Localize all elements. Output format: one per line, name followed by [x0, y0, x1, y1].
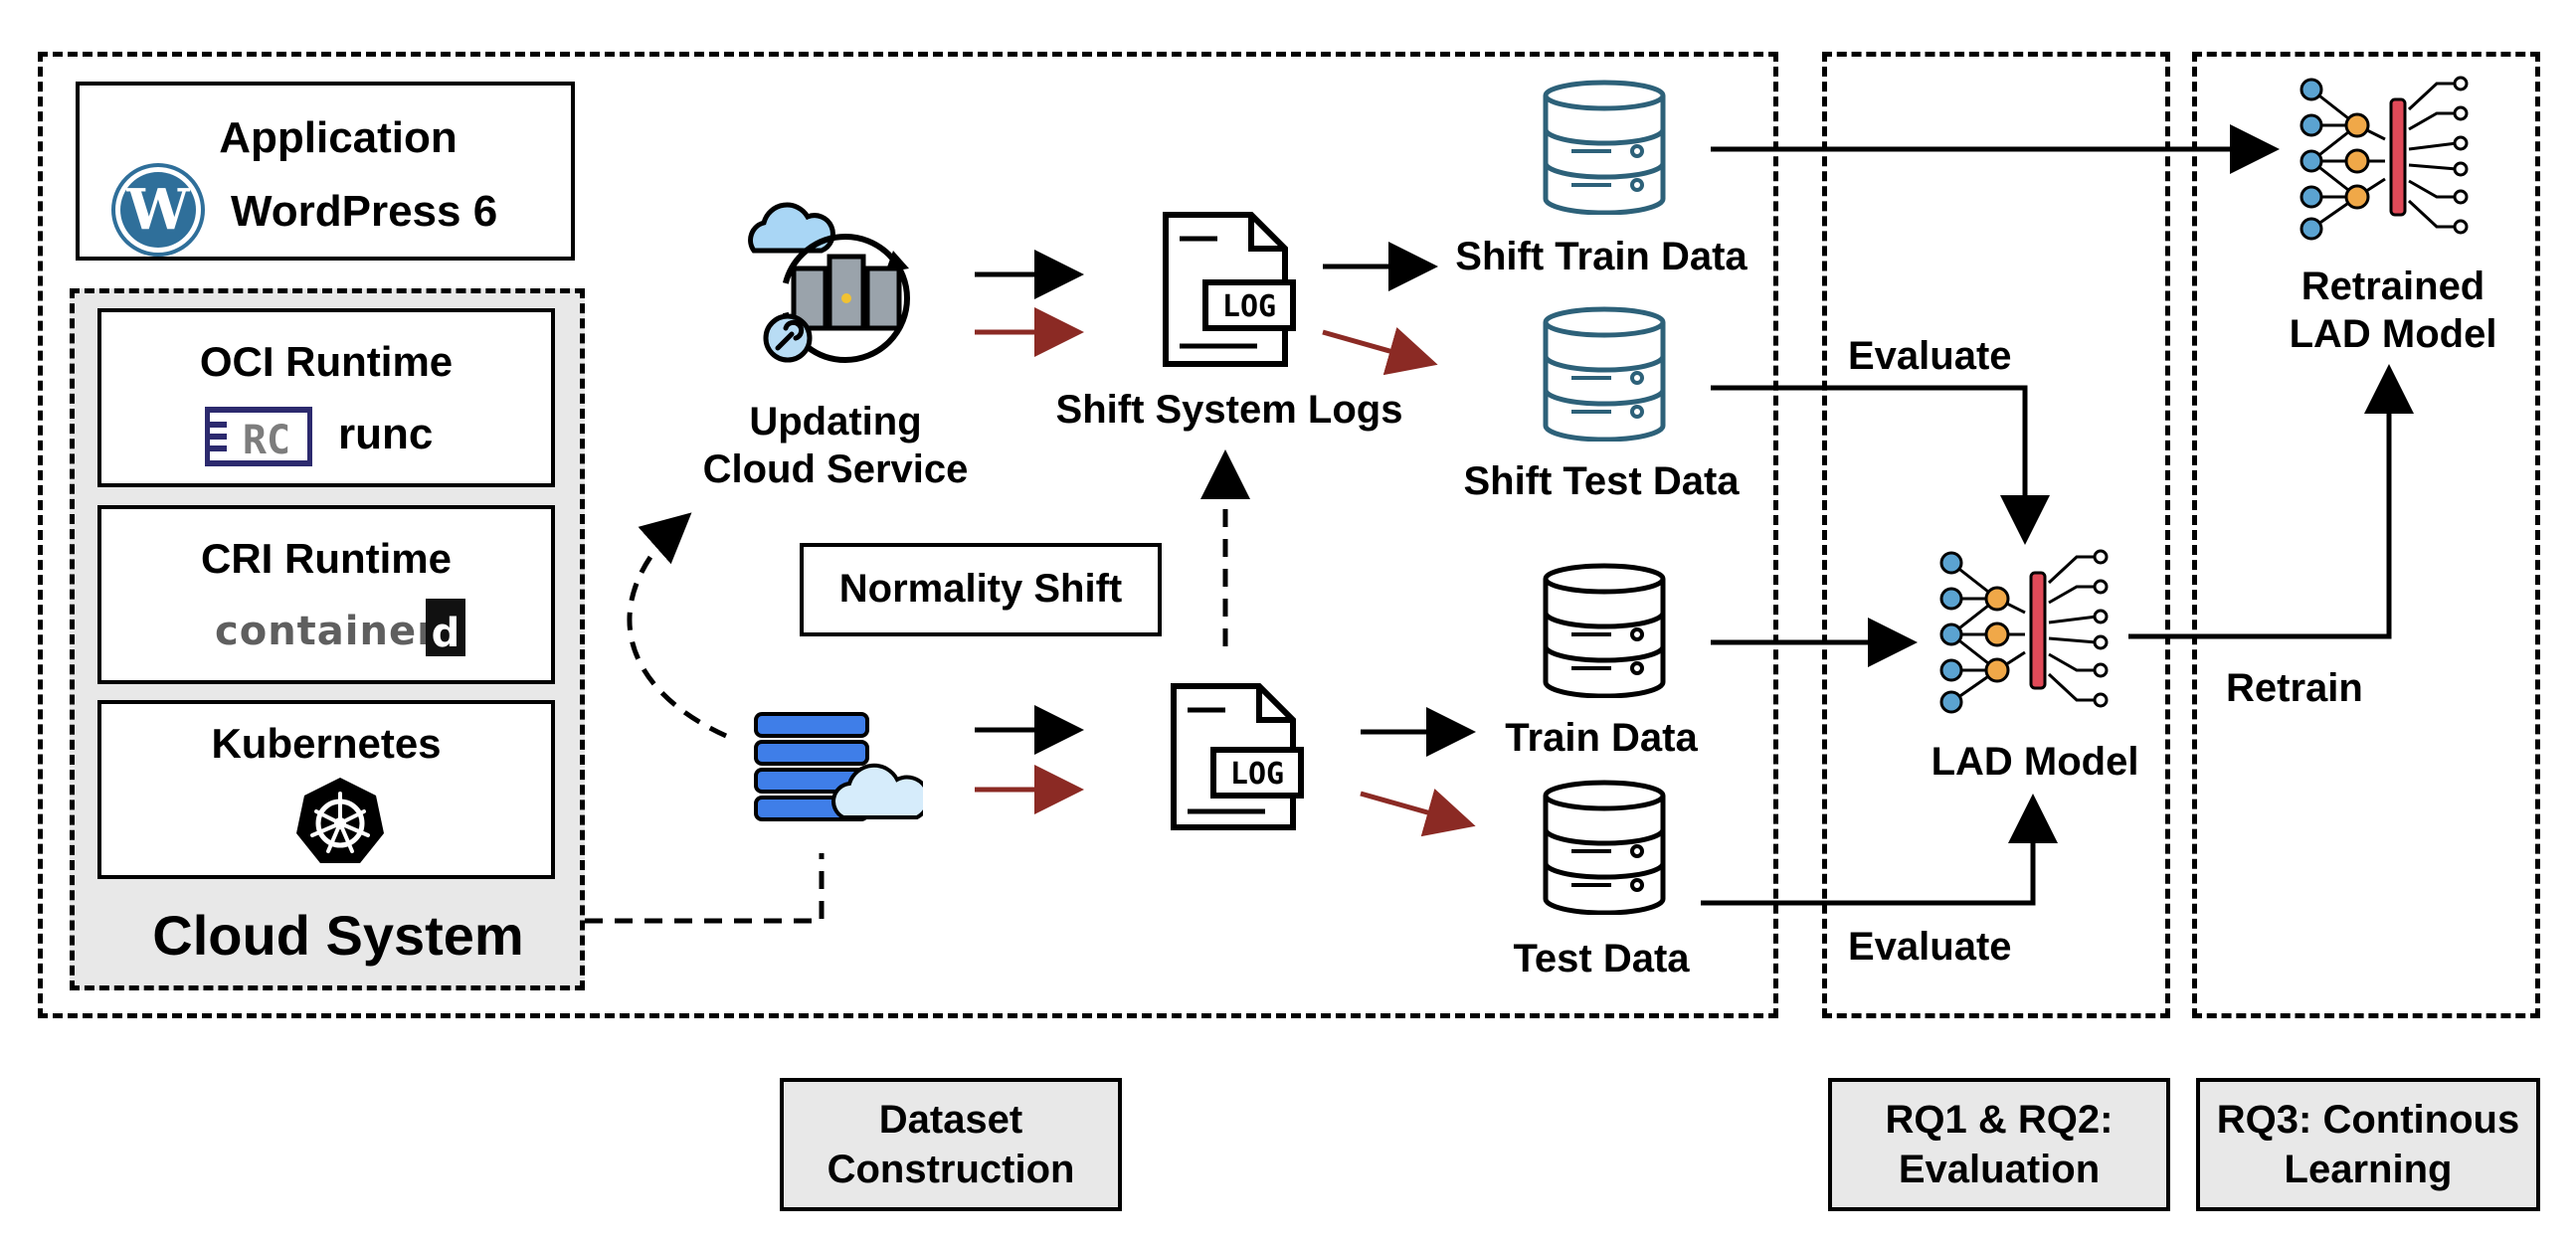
retrained-line1: Retrained — [2300, 265, 2485, 308]
server-cloud-icon — [752, 708, 931, 827]
shift-test-evaluate-arrow — [1711, 385, 2050, 545]
phase-rq12-evaluation: RQ1 & RQ2: Evaluation — [1828, 1078, 2170, 1211]
neural-network-icon — [2298, 70, 2471, 245]
log-to-shift-test-arrow — [1322, 327, 1438, 376]
train-data-label: Train Data — [1505, 716, 1698, 760]
containerd-logo: container d — [215, 595, 473, 658]
cloud-update-icon — [734, 199, 923, 368]
phase-rq3-line2: Learning — [2284, 1148, 2453, 1191]
runc-logo: RC — [204, 404, 313, 467]
phase-dataset-line2: Construction — [827, 1148, 1075, 1191]
containerd-logo-suffix: d — [432, 611, 460, 656]
server-to-update-connector — [627, 512, 728, 739]
evaluation-region — [1822, 52, 2170, 1018]
cri-runtime-title: CRI Runtime — [201, 535, 452, 582]
kubernetes-title: Kubernetes — [211, 720, 442, 767]
shift-system-logs-label: Shift System Logs — [1055, 388, 1403, 432]
database-icon — [1542, 306, 1667, 443]
updating-service-line1: Updating — [749, 400, 922, 444]
application-title: Application — [219, 113, 458, 162]
phase-rq3-line1: RQ3: Continous — [2216, 1098, 2520, 1142]
log-file-icon: LOG — [1166, 682, 1305, 831]
shift-test-data-label: Shift Test Data — [1463, 459, 1740, 503]
phase-dataset-line1: Dataset — [878, 1098, 1023, 1142]
wordpress-label: WordPress 6 — [231, 187, 498, 236]
log-icon-label: LOG — [1230, 757, 1284, 792]
dataset-construction-region — [38, 52, 1778, 1018]
runc-label: runc — [338, 410, 434, 458]
evaluate-label-bottom: Evaluate — [1848, 925, 2012, 969]
continuous-learning-region — [2192, 52, 2540, 1018]
normality-shift-label: Normality Shift — [838, 567, 1123, 611]
oci-runtime-title: OCI Runtime — [199, 338, 454, 385]
lad-model-label: LAD Model — [1931, 740, 2139, 784]
containerd-logo-text: container — [215, 609, 438, 654]
database-icon — [1542, 780, 1667, 916]
cloud-to-server-connector — [585, 853, 825, 924]
shift-train-data-label: Shift Train Data — [1455, 235, 1748, 278]
retrained-line2: LAD Model — [2289, 312, 2497, 356]
evaluate-label-top: Evaluate — [1848, 334, 2012, 378]
database-icon — [1542, 80, 1667, 216]
lad-retrain-arrow — [2128, 364, 2414, 639]
phase-rq12-line2: Evaluation — [1898, 1148, 2101, 1191]
test-evaluate-arrow — [1701, 794, 2058, 906]
oci-runtime-box — [97, 308, 555, 487]
test-data-label: Test Data — [1513, 937, 1690, 980]
phase-rq12-line1: RQ1 & RQ2: — [1885, 1098, 2114, 1142]
database-icon — [1542, 563, 1667, 699]
updating-service-line2: Cloud Service — [702, 447, 969, 491]
cri-runtime-box — [97, 505, 555, 684]
log-file-icon: LOG — [1158, 211, 1297, 368]
normality-shift-box — [800, 543, 1162, 636]
cloud-system-title: Cloud System — [152, 904, 524, 967]
retrain-label: Retrain — [2226, 666, 2363, 710]
neural-network-icon — [1937, 543, 2111, 718]
runc-logo-text: RC — [243, 418, 290, 463]
log-icon-label: LOG — [1222, 289, 1276, 324]
log-to-test-arrow — [1360, 789, 1476, 837]
wordpress-icon: W — [111, 163, 205, 257]
svg-text:W: W — [126, 177, 191, 243]
kubernetes-icon — [294, 776, 386, 867]
